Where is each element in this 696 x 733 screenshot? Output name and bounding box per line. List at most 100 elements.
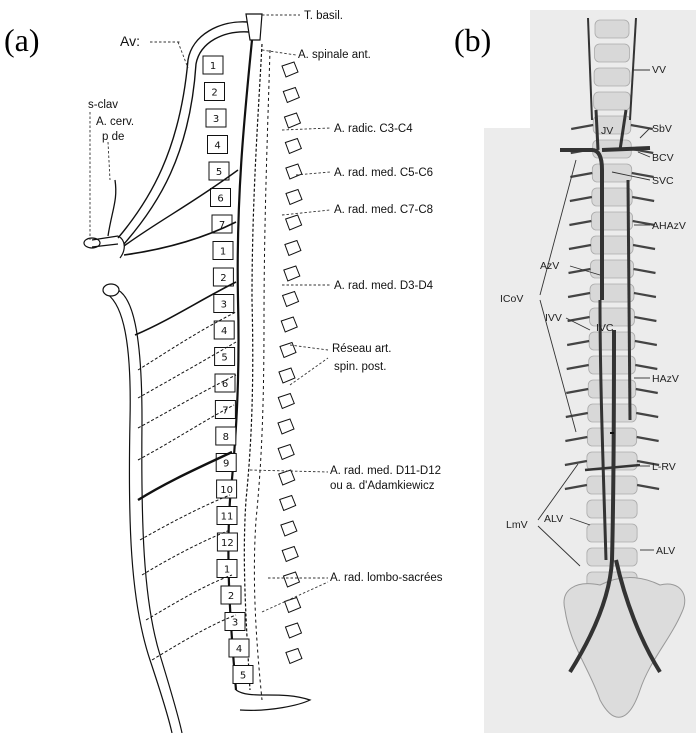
vertebra-number: 6	[222, 379, 228, 390]
vertebra-number: 11	[221, 512, 234, 523]
label-lmv: LmV	[506, 519, 528, 531]
vertebral-body	[592, 188, 632, 206]
vertebra-number: 1	[210, 61, 216, 72]
spinous-process	[283, 88, 299, 103]
vertebral-body	[591, 260, 634, 278]
vertebra-number: 8	[223, 432, 229, 443]
aorta-stub	[103, 284, 119, 296]
pointer-lombo	[262, 578, 328, 612]
spinous-process	[278, 394, 294, 409]
vertebral-body	[594, 92, 631, 110]
label-a-cerv: A. cerv.	[96, 116, 134, 128]
spinous-process	[281, 317, 297, 332]
spinous-process	[283, 572, 299, 587]
label-svc: SVC	[652, 175, 674, 187]
spinous-process	[282, 62, 298, 77]
vertebra-number: 7	[222, 406, 228, 417]
vertebra-number: 2	[211, 88, 217, 99]
vertebra-number: 12	[221, 538, 234, 549]
spinous-process	[279, 470, 295, 485]
spinous-process	[282, 547, 298, 562]
vertebra-number: 4	[236, 644, 242, 655]
label-azv: AzV	[540, 260, 559, 272]
label-rad-d11-2: ou a. d'Adamkiewicz	[330, 480, 435, 492]
label-sbv: SbV	[652, 123, 672, 135]
spinous-process	[280, 496, 296, 511]
pointer-radic	[282, 128, 330, 130]
hemiazygos-vein	[628, 180, 630, 420]
label-hazv: HAzV	[652, 373, 679, 385]
vertebra-number: 4	[221, 326, 227, 337]
subclavian-artery	[104, 292, 172, 733]
vertebra-number: 5	[221, 353, 227, 364]
posterior-spinal-network-2	[254, 50, 270, 700]
pointer-av	[150, 42, 188, 68]
pointer-spinale	[262, 50, 296, 55]
label-bcv: BCV	[652, 152, 674, 164]
spinous-process	[285, 139, 301, 154]
spinous-process	[278, 445, 294, 460]
label-alv-left: ALV	[544, 513, 563, 525]
vertebra-number: 1	[220, 247, 226, 258]
spinous-process	[286, 215, 302, 230]
spinous-process	[285, 598, 301, 613]
spinous-process	[285, 623, 301, 638]
pointer-cerv	[108, 142, 110, 180]
vertebra-number: 6	[217, 194, 223, 205]
label-a-spinale: A. spinale ant.	[298, 49, 371, 61]
label-av: Av:	[120, 33, 140, 49]
vertebra-number: 4	[214, 141, 220, 152]
conus-tail	[236, 690, 310, 710]
spinous-process	[279, 368, 295, 383]
bcv-vein	[602, 148, 650, 150]
spinous-process	[278, 419, 294, 434]
vertebra-number: 3	[213, 114, 219, 125]
vertebra-number: 1	[224, 565, 230, 576]
vertebra-number: 3	[232, 618, 238, 629]
label-icov: ICoV	[500, 293, 523, 305]
spinous-process	[284, 113, 300, 128]
vertebra-number: 2	[220, 273, 226, 284]
vertebral-body	[595, 20, 629, 38]
posterior-spinal-network	[244, 44, 262, 690]
label-radic-c3c4: A. radic. C3-C4	[334, 123, 413, 135]
vertebral-body	[591, 212, 632, 230]
vertebral-body	[592, 164, 631, 182]
subclavian-branch	[92, 236, 124, 258]
spinous-process	[286, 649, 302, 664]
label-rad-d3d4: A. rad. med. D3-D4	[334, 280, 434, 292]
cervical-artery	[108, 180, 116, 236]
spinous-process	[286, 164, 302, 179]
spinous-process	[281, 521, 297, 536]
label-rad-c5c6: A. rad. med. C5-C6	[334, 167, 433, 179]
vertebral-body	[595, 44, 630, 62]
vertebral-body	[594, 68, 630, 86]
label-p-de: p de	[102, 131, 124, 143]
label-vv: VV	[652, 64, 666, 76]
spinous-process	[284, 266, 300, 281]
spinous-process	[283, 292, 299, 307]
spinous-process	[285, 241, 301, 256]
label-t-basil: T. basil.	[304, 10, 343, 22]
jv-vein-left	[596, 110, 598, 150]
vertebra-number: 9	[223, 459, 229, 470]
subclavian-artery-inner	[118, 290, 182, 733]
vertebral-body	[590, 284, 634, 302]
radicular-l3	[146, 575, 232, 620]
vertebra-number: 5	[216, 167, 222, 178]
spinous-processes	[278, 62, 302, 664]
label-reseau-2: spin. post.	[334, 361, 386, 373]
vertebra-number: 3	[221, 300, 227, 311]
label-s-clav: s-clav	[88, 99, 118, 111]
label-rad-d11-1: A. rad. med. D11-D12	[330, 465, 441, 477]
label-ivv: IVV	[545, 312, 562, 324]
label-reseau-1: Réseau art.	[332, 343, 391, 355]
label-ivc: IVC	[596, 322, 614, 334]
label-jv: JV	[601, 125, 613, 137]
basilar-trunk	[246, 14, 262, 40]
vertebra-number: 10	[220, 485, 233, 496]
vertebra-number: 2	[228, 591, 234, 602]
label-alv-right: ALV	[656, 545, 675, 557]
